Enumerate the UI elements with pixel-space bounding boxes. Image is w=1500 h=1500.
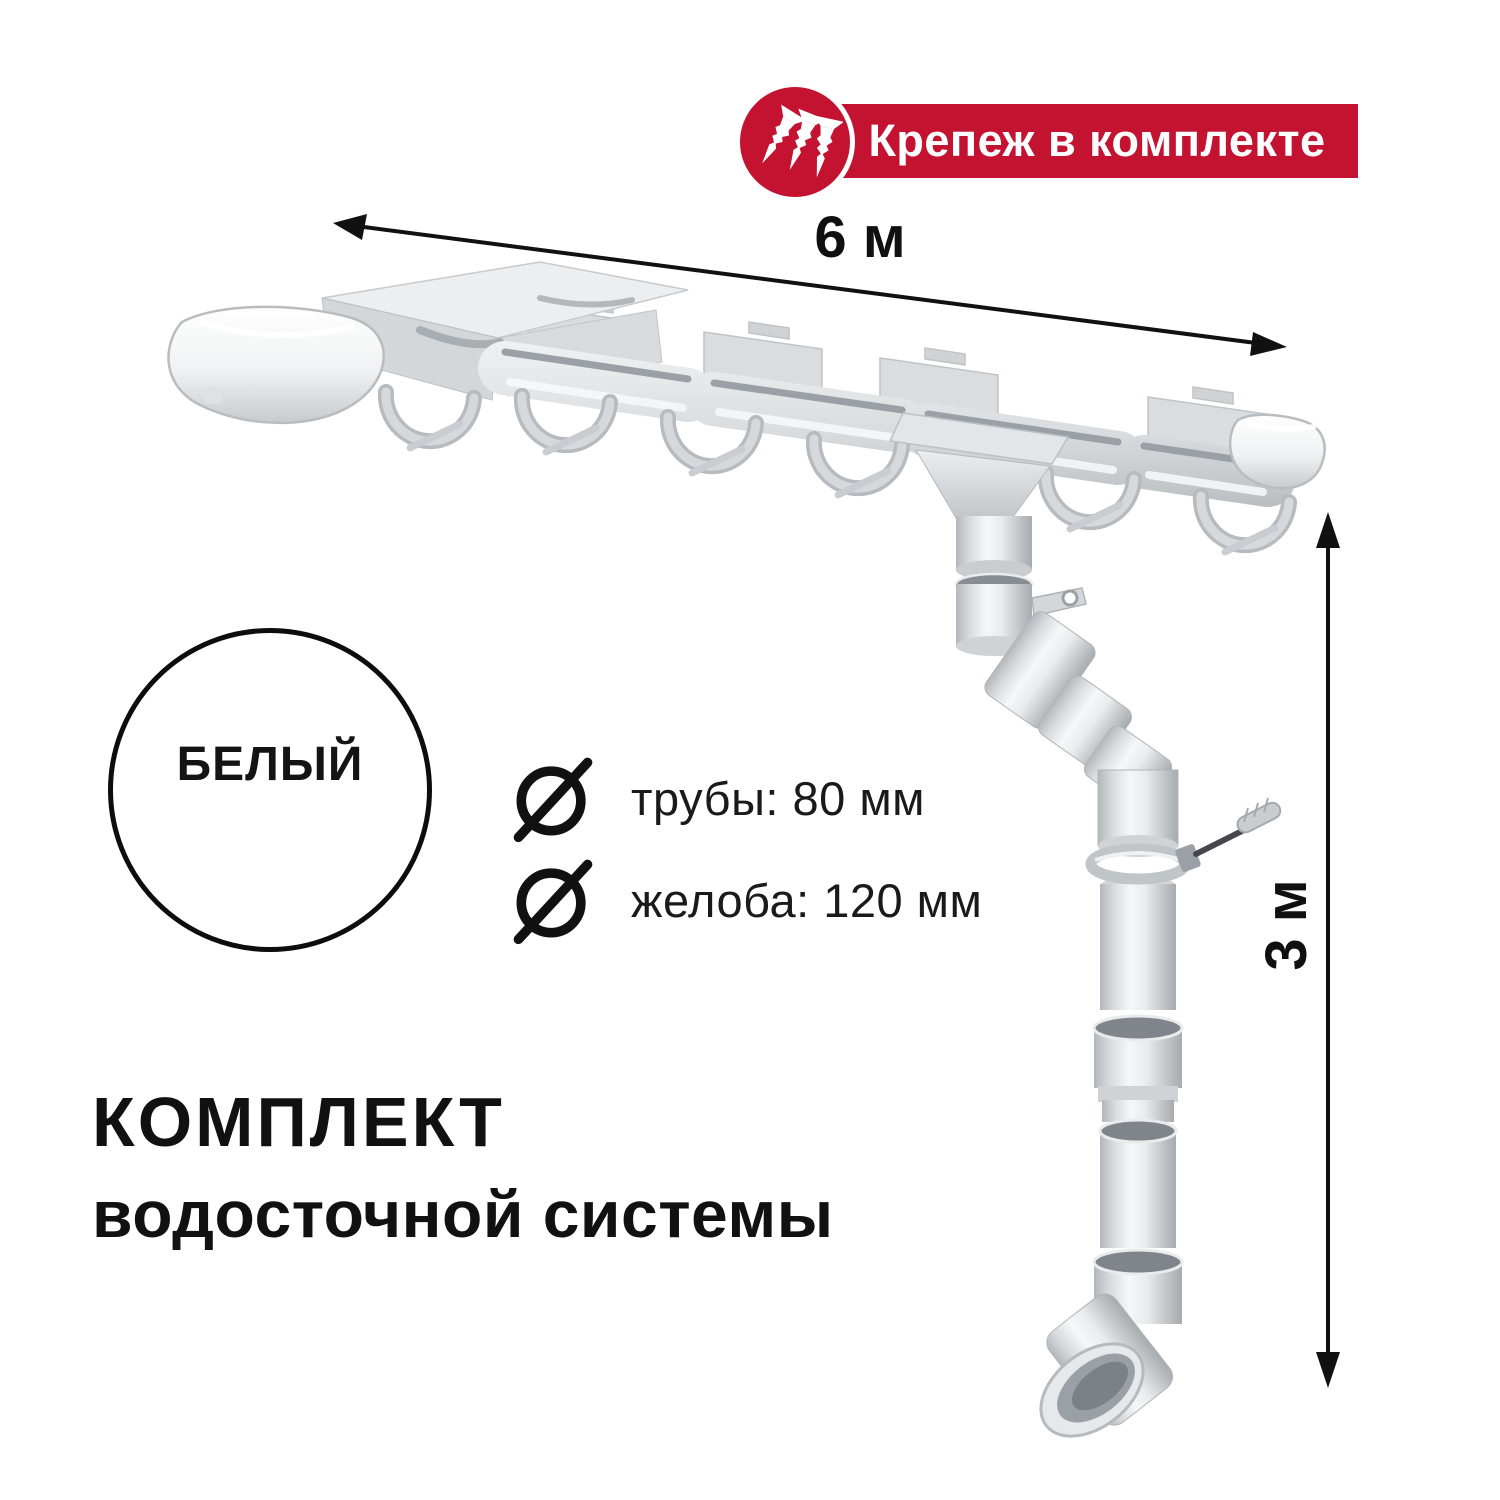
screws-icon	[747, 94, 843, 190]
gutter-bracket-hooks	[377, 384, 1297, 556]
spec-gutter-diameter-label: желоба: 120 мм	[631, 873, 983, 927]
product-title-line1: КОМПЛЕКТ	[92, 1083, 505, 1161]
color-disc: БЕЛЫЙ	[108, 628, 432, 952]
spec-pipe-diameter-label: трубы: 80 мм	[631, 771, 925, 825]
gutter-length-label: 6 м	[814, 205, 906, 270]
gutter-end-cap-left	[167, 305, 385, 425]
downpipe-height-label: 3 м	[1254, 879, 1319, 971]
color-disc-label: БЕЛЫЙ	[176, 737, 364, 791]
gutter-funnel	[888, 412, 1070, 580]
gutter-length-arrow	[333, 214, 1287, 356]
fasteners-badge-label: Крепеж в комплекте	[868, 115, 1326, 166]
downpipe-height-arrow	[1316, 512, 1340, 1388]
product-title-line2: водосточной системы	[92, 1177, 834, 1251]
spec-pipe-diameter: трубы: 80 мм	[505, 750, 925, 846]
spec-gutter-diameter: желоба: 120 мм	[505, 852, 982, 948]
gutter-end-cap-right	[1228, 413, 1326, 490]
diameter-icon	[505, 852, 601, 948]
downpipe	[954, 572, 1184, 1438]
pipe-clamp	[1085, 797, 1282, 885]
diameter-icon	[505, 750, 601, 846]
fasteners-badge-circle	[735, 82, 855, 202]
fasteners-badge: Крепеж в комплекте	[836, 104, 1358, 178]
